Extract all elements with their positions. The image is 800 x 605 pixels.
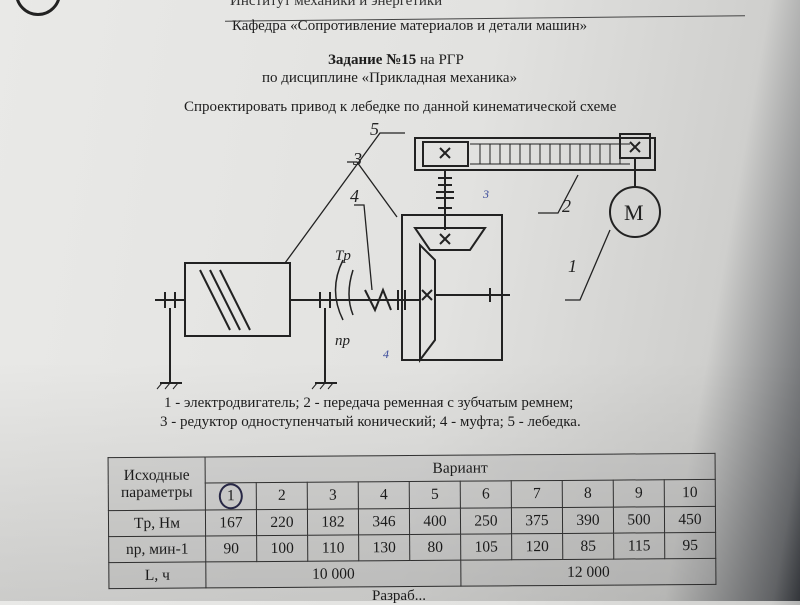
cell-variant-4: 346 bbox=[358, 508, 410, 535]
task-goal: Спроектировать привод к лебедке по данно… bbox=[184, 99, 617, 115]
label-4: 4 bbox=[350, 186, 359, 206]
row-label: Tp, Нм bbox=[108, 509, 206, 537]
institute-logo bbox=[15, 0, 61, 16]
variant-8: 8 bbox=[562, 480, 614, 508]
cell-variant-8: 390 bbox=[562, 507, 614, 534]
life-value-6-10: 12 000 bbox=[460, 558, 716, 587]
cell-variant-9: 500 bbox=[613, 506, 665, 534]
cell-variant-3: 182 bbox=[307, 508, 359, 536]
kinematic-diagram: M Tp np 5 3 4 2 1 2 1 3 4 bbox=[155, 120, 661, 390]
cell-variant-7: 375 bbox=[511, 507, 563, 534]
speed-label: np bbox=[335, 333, 351, 349]
task-suffix: на РГР bbox=[420, 52, 464, 68]
task-number: Задание №15 bbox=[328, 52, 417, 68]
torque-label: Tp bbox=[335, 248, 351, 264]
handwritten-3: 3 bbox=[482, 187, 489, 201]
handwritten-2: 2 bbox=[490, 120, 496, 123]
variant-4: 4 bbox=[358, 481, 410, 509]
cell-variant-2: 220 bbox=[256, 509, 308, 536]
cell-variant-3: 110 bbox=[307, 534, 359, 562]
cell-variant-1: 167 bbox=[205, 509, 257, 536]
label-3: 3 bbox=[352, 149, 362, 169]
cell-variant-6: 250 bbox=[460, 507, 512, 535]
parameters-table: Исходные параметры Вариант 1 2 3 4 5 6 7… bbox=[107, 452, 717, 590]
param-header: Исходные параметры bbox=[108, 456, 206, 511]
motor: M bbox=[609, 158, 661, 238]
cell-variant-8: 85 bbox=[562, 533, 614, 560]
label-2: 2 bbox=[562, 196, 571, 216]
variant-10: 10 bbox=[664, 479, 716, 507]
cell-variant-6: 105 bbox=[460, 533, 512, 561]
handwritten-4: 4 bbox=[383, 347, 389, 361]
discipline: по дисциплине «Прикладная механика» bbox=[262, 70, 518, 86]
variant-9: 9 bbox=[613, 479, 665, 508]
life-value-1-5: 10 000 bbox=[205, 560, 461, 588]
variant-6: 6 bbox=[460, 480, 512, 509]
selected-variant-circle: 1 bbox=[218, 483, 243, 510]
legend-line-2: 3 - редуктор одноступенчатый конический;… bbox=[160, 414, 581, 430]
cell-variant-4: 130 bbox=[358, 534, 410, 561]
footer-partial: Разраб... bbox=[372, 588, 426, 604]
cell-variant-1: 90 bbox=[205, 535, 257, 562]
cell-variant-10: 450 bbox=[664, 506, 716, 533]
label-1: 1 bbox=[568, 256, 577, 276]
variant-7: 7 bbox=[511, 480, 563, 508]
row-label: L, ч bbox=[108, 561, 206, 589]
variant-header: Вариант bbox=[205, 453, 716, 483]
variant-1: 1 bbox=[205, 482, 257, 510]
task-title: Задание №15 на РГР bbox=[328, 52, 464, 69]
cell-variant-5: 400 bbox=[409, 508, 461, 535]
label-5: 5 bbox=[370, 120, 379, 139]
cell-variant-2: 100 bbox=[256, 535, 308, 562]
motor-label: M bbox=[624, 200, 644, 225]
cell-variant-10: 95 bbox=[664, 532, 716, 559]
variant-2: 2 bbox=[256, 482, 308, 510]
row-label: np, мин-1 bbox=[108, 535, 206, 563]
table-row: L, ч 10 000 12 000 bbox=[108, 558, 716, 589]
variant-3: 3 bbox=[307, 481, 359, 510]
belt-drive bbox=[414, 133, 656, 171]
cell-variant-7: 120 bbox=[511, 533, 563, 560]
variant-5: 5 bbox=[409, 481, 461, 509]
cell-variant-9: 115 bbox=[613, 532, 665, 560]
department: Кафедра «Сопротивление материалов и дета… bbox=[232, 18, 588, 34]
institute-name: Институт механики и энергетики bbox=[230, 0, 443, 9]
cell-variant-5: 80 bbox=[409, 534, 461, 561]
legend-line-1: 1 - электродвигатель; 2 - передача ремен… bbox=[164, 395, 574, 411]
